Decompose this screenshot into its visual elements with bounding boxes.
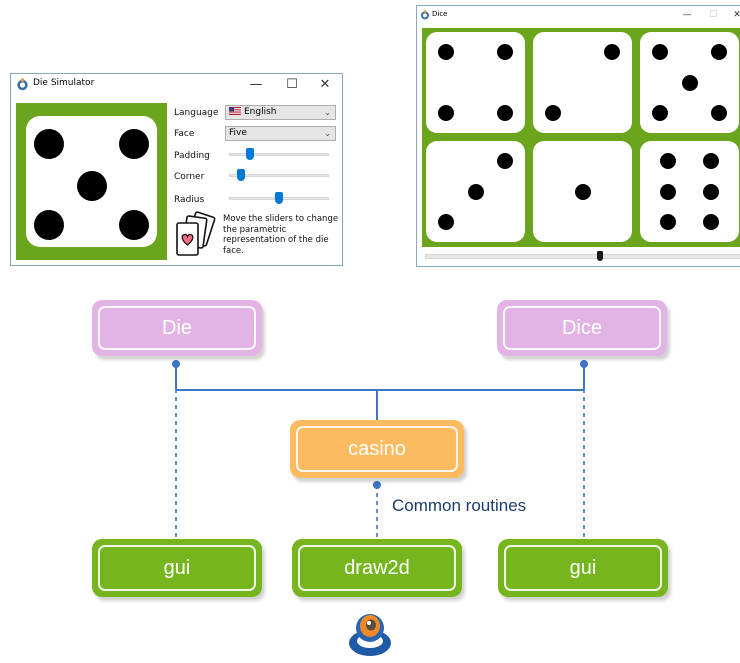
dice-node-label: Dice <box>503 306 661 350</box>
pip <box>438 214 454 230</box>
language-value: English <box>244 107 277 117</box>
padding-slider-thumb[interactable] <box>246 148 254 160</box>
die-canvas <box>16 103 167 260</box>
pip <box>703 153 719 169</box>
gui-left-node: gui <box>92 539 262 597</box>
close-button[interactable]: ✕ <box>319 77 331 92</box>
pip <box>703 214 719 230</box>
corner-slider-thumb[interactable] <box>237 169 245 181</box>
pip <box>545 105 561 121</box>
pip <box>660 184 676 200</box>
pip <box>438 44 454 60</box>
pip <box>711 105 727 121</box>
radius-label: Radius <box>174 195 205 205</box>
hint-text: Move the sliders to change the parametri… <box>223 214 339 256</box>
die-node: Die <box>92 300 262 356</box>
padding-slider[interactable] <box>229 148 329 160</box>
pip <box>711 44 727 60</box>
die-face <box>426 141 525 242</box>
maximize-button[interactable]: ☐ <box>286 77 298 92</box>
dice-slider[interactable] <box>425 251 740 261</box>
pip <box>703 184 719 200</box>
pip <box>660 214 676 230</box>
gui-right-node-label: gui <box>504 545 662 591</box>
pip <box>497 44 513 60</box>
close-button[interactable]: ✕ <box>733 10 740 20</box>
pip <box>119 210 149 240</box>
pip <box>497 105 513 121</box>
title-bar: Dice — ☐ ✕ <box>417 6 740 24</box>
die-face <box>533 141 632 242</box>
us-flag-icon <box>229 107 241 115</box>
radius-slider[interactable] <box>229 192 329 204</box>
pip <box>34 210 64 240</box>
pip <box>119 129 149 159</box>
face-label: Face <box>174 129 195 139</box>
pip <box>575 184 591 200</box>
common-routines-note: Common routines <box>392 496 527 515</box>
dice-node: Dice <box>497 300 667 356</box>
app-icon <box>17 78 28 91</box>
chevron-down-icon: ⌄ <box>324 108 331 117</box>
window-title: Dice <box>432 10 448 18</box>
pip <box>604 44 620 60</box>
window-title: Die Simulator <box>33 78 95 88</box>
face-value: Five <box>229 128 247 138</box>
gui-right-node: gui <box>498 539 668 597</box>
die-face <box>640 141 739 242</box>
pip <box>652 44 668 60</box>
ring-logo-icon <box>349 614 391 656</box>
minimize-button[interactable]: — <box>682 10 692 20</box>
pip <box>660 153 676 169</box>
language-label: Language <box>174 108 219 118</box>
pip <box>438 105 454 121</box>
pip <box>34 129 64 159</box>
radius-slider-thumb[interactable] <box>275 192 283 204</box>
pip <box>77 171 107 201</box>
corner-label: Corner <box>174 172 205 182</box>
pip <box>652 105 668 121</box>
chevron-down-icon: ⌄ <box>324 129 331 138</box>
dice-window: Dice — ☐ ✕ <box>416 5 740 267</box>
dice-slider-thumb[interactable] <box>597 251 603 261</box>
die-face <box>533 32 632 133</box>
padding-label: Padding <box>174 151 210 161</box>
maximize-button[interactable]: ☐ <box>708 10 718 20</box>
dice-canvas <box>422 28 740 247</box>
casino-node: casino <box>290 420 464 478</box>
app-icon <box>421 10 429 20</box>
minimize-button[interactable]: — <box>249 77 263 92</box>
casino-node-label: casino <box>296 426 458 472</box>
draw2d-node-label: draw2d <box>298 545 456 591</box>
die-node-label: Die <box>98 306 256 350</box>
draw2d-node: draw2d <box>292 539 462 597</box>
pip <box>682 75 698 91</box>
playing-cards-icon <box>176 211 216 256</box>
die-simulator-window: Die Simulator — ☐ ✕ Language English ⌄ F… <box>10 73 343 266</box>
pip <box>497 153 513 169</box>
language-select[interactable]: English ⌄ <box>225 105 336 120</box>
die-face <box>640 32 739 133</box>
pip <box>468 184 484 200</box>
title-bar: Die Simulator — ☐ ✕ <box>11 74 342 96</box>
face-select[interactable]: Five ⌄ <box>225 126 336 141</box>
corner-slider[interactable] <box>229 169 329 181</box>
gui-left-node-label: gui <box>98 545 256 591</box>
die-face <box>26 116 157 247</box>
die-face <box>426 32 525 133</box>
